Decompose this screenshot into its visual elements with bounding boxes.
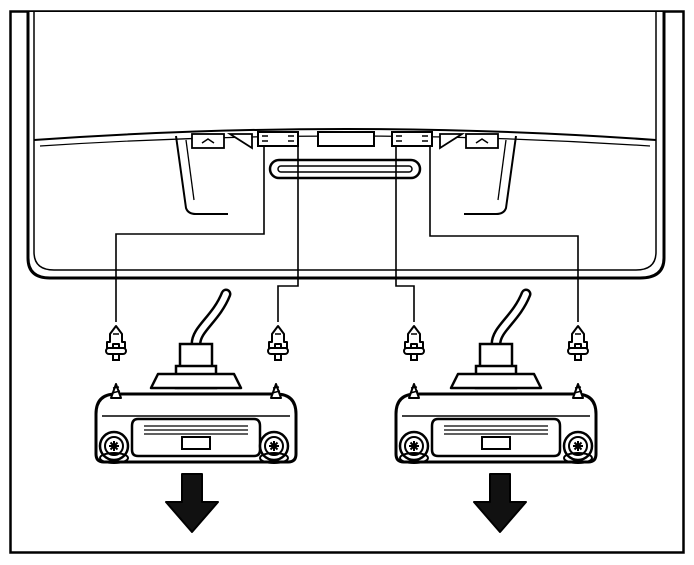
leader-lines xyxy=(115,146,579,322)
trim-panel-icon xyxy=(26,12,666,280)
